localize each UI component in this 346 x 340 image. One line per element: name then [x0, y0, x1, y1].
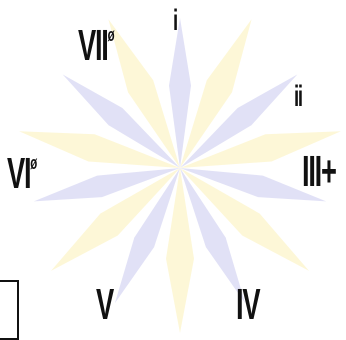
half-diminished-symbol: ø — [108, 24, 115, 45]
label-iv-text: IV — [236, 280, 259, 329]
augmented-symbol: + — [321, 147, 336, 196]
label-v-text: V — [96, 280, 113, 329]
label-vi-numeral: VI — [7, 149, 30, 198]
label-ii-text: ii — [294, 80, 302, 113]
label-iii-numeral: III — [302, 147, 321, 196]
label-vii-numeral: VII — [78, 21, 108, 70]
label-vi-half-diminished: VIø — [7, 152, 37, 196]
partial-frame-box — [0, 280, 19, 340]
label-i-text: i — [173, 4, 177, 37]
label-vii-half-diminished: VIIø — [78, 24, 115, 68]
label-iii-augmented: III+ — [302, 150, 336, 194]
label-ii: ii — [294, 82, 302, 112]
label-v: V — [96, 283, 113, 327]
label-i: i — [173, 6, 177, 36]
half-diminished-symbol: ø — [30, 152, 37, 173]
label-iv: IV — [236, 283, 259, 327]
